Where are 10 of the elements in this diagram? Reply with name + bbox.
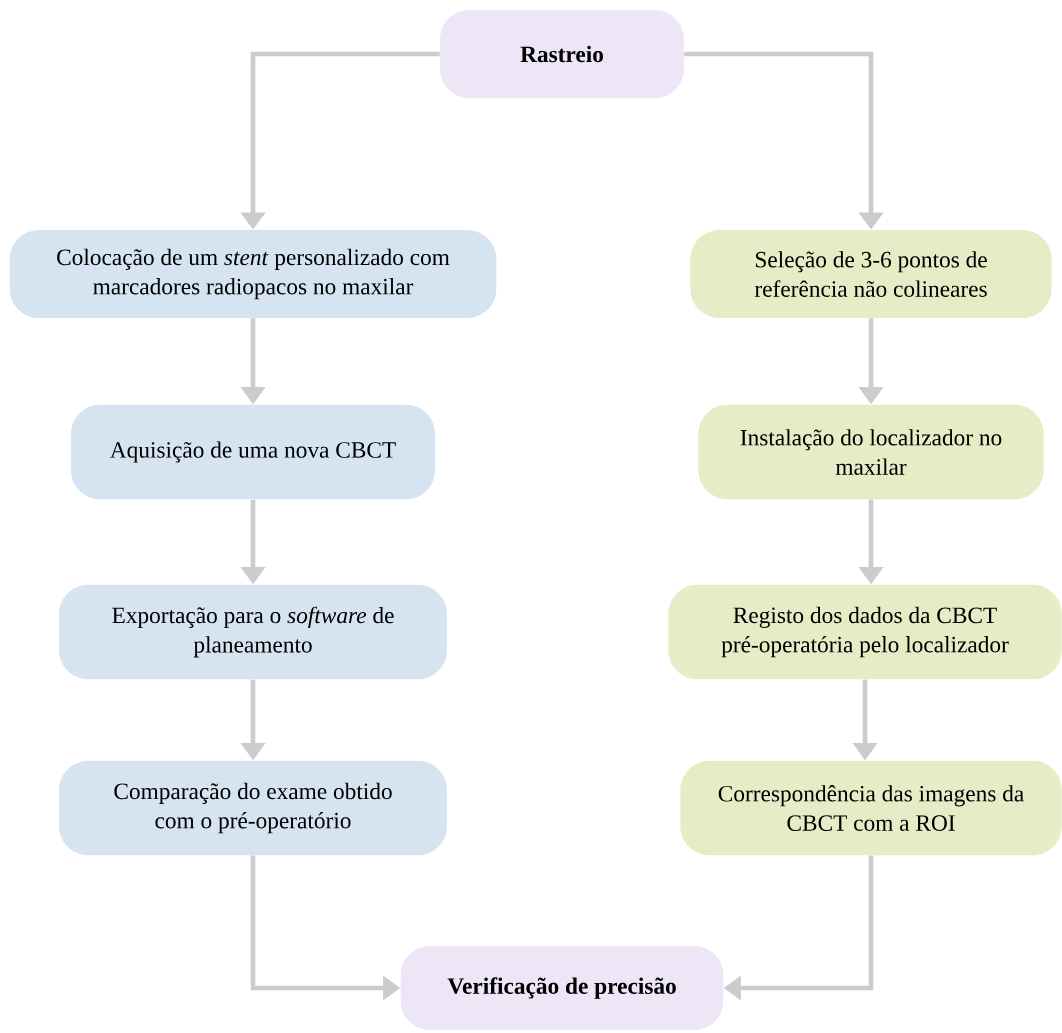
- process-box: Comparação do exame obtido com o pré-operatório: [59, 760, 447, 856]
- process-box: Aquisição de uma nova CBCT: [71, 404, 435, 500]
- process-box: Instalação do localizador no maxilar: [698, 404, 1044, 500]
- process-box: Colocação de um stent personalizado com marcadores radiopacos no maxilar: [9, 230, 497, 318]
- start-box: Rastreio: [440, 10, 684, 98]
- start-box: Verificação de precisão: [400, 946, 724, 1030]
- process-box: Correspondência das imagens da CBCT com a ROI: [680, 760, 1062, 856]
- process-box: Exportação para o software de planeamento: [59, 584, 447, 680]
- process-box: Registo dos dados da CBCT pré-operatória pelo localizador: [668, 584, 1062, 680]
- process-box: Seleção de 3-6 pontos de referência não colineares: [690, 230, 1052, 318]
